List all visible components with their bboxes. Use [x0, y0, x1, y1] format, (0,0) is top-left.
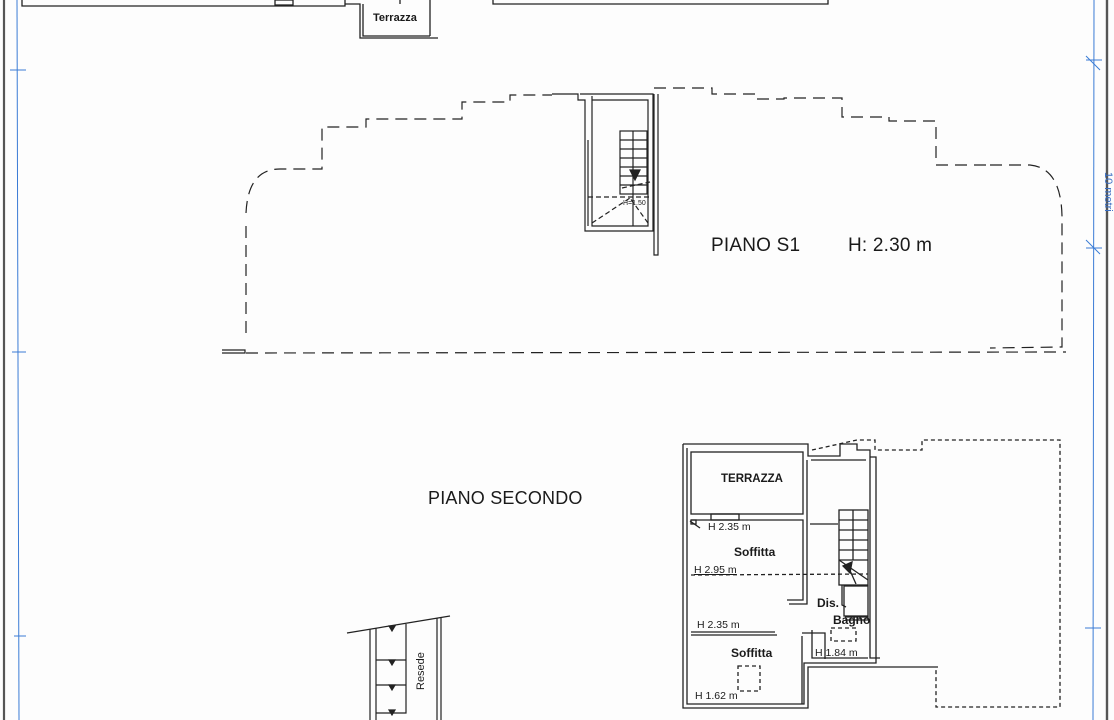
floor-title-piano-secondo: PIANO SECONDO	[428, 488, 583, 508]
floor-height-piano-s1: H: 2.30 m	[848, 235, 933, 256]
room-label-soffitta-2: Soffitta	[731, 646, 773, 660]
area-label-resede: Resede	[415, 652, 427, 690]
piano-s1-outline	[222, 87, 1067, 354]
floor-title-piano-s1: PIANO S1	[711, 235, 801, 256]
resede-outline	[346, 615, 451, 720]
height-label-bagno: H 1.84 m	[815, 647, 858, 659]
room-label-bagno: Bagno	[833, 613, 871, 627]
piano-secondo-outline	[682, 439, 1061, 709]
scale-bar-label: 10 metri	[1102, 172, 1114, 212]
room-label-terrazza: TERRAZZA	[721, 473, 783, 485]
room-label-terrazza-top: Terrazza	[373, 12, 417, 24]
height-label-soffitta-2-top: H 2.35 m	[697, 619, 740, 631]
stair-height-label: H=1.50	[623, 200, 646, 207]
scale-lines	[10, 0, 1102, 720]
room-label-dis: Dis.	[817, 596, 840, 610]
height-label-soffitta-2-bottom: H 1.62 m	[695, 690, 738, 702]
room-label-soffitta-1: Soffitta	[734, 545, 776, 559]
height-label-soffitta-1-bottom: H 2.95 m	[694, 564, 737, 576]
height-label-soffitta-1-top: H 2.35 m	[708, 521, 751, 533]
top-floor-fragment	[21, 0, 829, 39]
